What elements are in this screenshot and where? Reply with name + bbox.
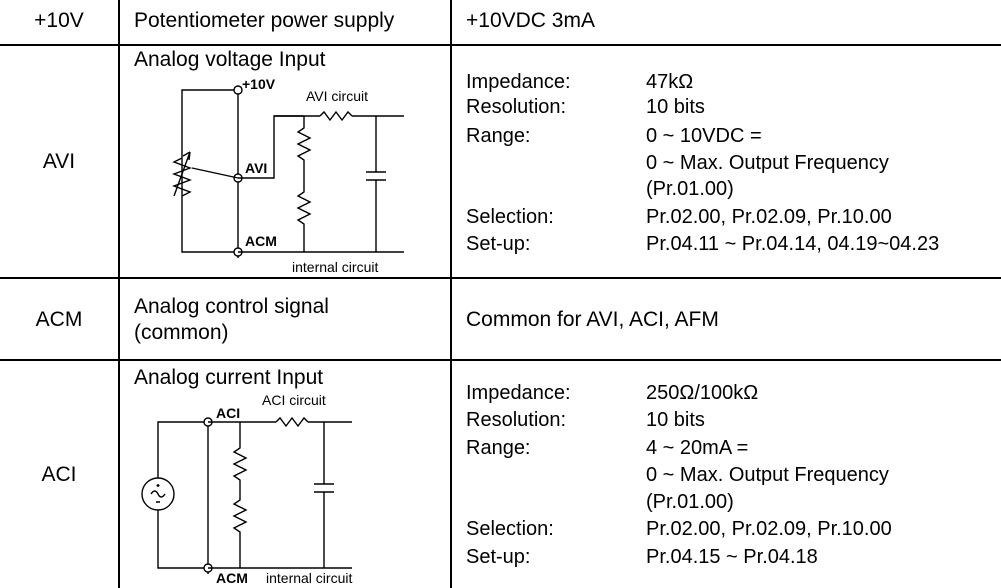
divider-resistors — [232, 422, 248, 568]
spec-key: Selection: — [466, 206, 554, 228]
potentiometer-arrowhead — [182, 151, 191, 161]
terminal-node-top — [233, 85, 243, 95]
node-label-aci: ACI — [216, 405, 241, 421]
filter-capacitor — [314, 422, 334, 568]
function-label-line2: (common) — [134, 321, 229, 344]
spec-value: (Pr.01.00) — [646, 491, 734, 513]
spec-key: Range: — [466, 437, 531, 459]
divider-resistors — [296, 116, 312, 252]
series-resistor — [319, 110, 353, 122]
internal-circuit-label: internal circuit — [292, 259, 379, 275]
potentiometer-resistor — [172, 157, 192, 197]
wire — [157, 510, 208, 569]
aci-circuit-diagram — [141, 416, 352, 574]
spec-value: Pr.04.15 ~ Pr.04.18 — [646, 546, 818, 568]
spec-value: (Pr.01.00) — [646, 178, 734, 200]
spec-key: Resolution: — [466, 96, 567, 118]
terminal-label: AVI — [42, 150, 76, 173]
spec-value: 10 bits — [646, 96, 705, 118]
node-label-acm: ACM — [216, 570, 248, 586]
spec-key: Set-up: — [466, 546, 531, 568]
spec-value: 0 ~ Max. Output Frequency — [646, 464, 889, 486]
row-divider — [0, 44, 1001, 46]
circuit-label: AVI circuit — [306, 88, 368, 104]
spec-text: Common for AVI, ACI, AFM — [466, 308, 719, 331]
series-resistor — [275, 416, 309, 428]
column-divider — [118, 0, 120, 588]
spec-value: 10 bits — [646, 409, 705, 431]
node-label-acm: ACM — [245, 233, 277, 249]
spec-text: +10VDC 3mA — [466, 9, 595, 32]
spec-value: 47kΩ — [646, 71, 694, 93]
spec-key: Set-up: — [466, 233, 531, 255]
node-label-avi: AVI — [245, 160, 268, 176]
spec-key: Selection: — [466, 518, 554, 540]
function-label: Potentiometer power supply — [134, 9, 395, 32]
wire — [157, 421, 208, 478]
spec-value: Pr.02.00, Pr.02.09, Pr.10.00 — [646, 206, 892, 228]
function-label-line1: Analog control signal — [134, 295, 329, 318]
terminal-label: +10V — [34, 9, 84, 32]
terminal-label: ACM — [35, 308, 83, 331]
wiper-wire — [191, 167, 239, 179]
spec-key: Impedance: — [466, 382, 571, 404]
spec-key: Resolution: — [466, 409, 567, 431]
spec-key: Range: — [466, 125, 531, 147]
spec-value: 250Ω/100kΩ — [646, 382, 759, 404]
function-label: Analog current Input — [134, 366, 324, 389]
spec-value: 0 ~ 10VDC = — [646, 125, 762, 147]
wire — [181, 89, 238, 253]
row-divider — [0, 277, 1001, 279]
function-label: Analog voltage Input — [134, 48, 326, 71]
filter-capacitor — [366, 116, 386, 252]
terminal-label: ACI — [41, 463, 77, 486]
spec-value: Pr.02.00, Pr.02.09, Pr.10.00 — [646, 518, 892, 540]
row-divider — [0, 359, 1001, 361]
spec-value: 4 ~ 20mA = — [646, 437, 749, 459]
spec-value: 0 ~ Max. Output Frequency — [646, 152, 889, 174]
internal-circuit-label: internal circuit — [266, 570, 353, 586]
spec-value: Pr.04.11 ~ Pr.04.14, 04.19~04.23 — [646, 233, 940, 255]
node-label-top: +10V — [242, 76, 276, 92]
polarity-marks — [156, 484, 160, 503]
potentiometer-arrow — [173, 151, 191, 197]
circuit-label: ACI circuit — [262, 392, 326, 408]
ac-symbol — [150, 490, 166, 498]
column-divider — [450, 0, 452, 588]
avi-circuit-diagram — [172, 85, 404, 258]
spec-key: Impedance: — [466, 71, 571, 93]
